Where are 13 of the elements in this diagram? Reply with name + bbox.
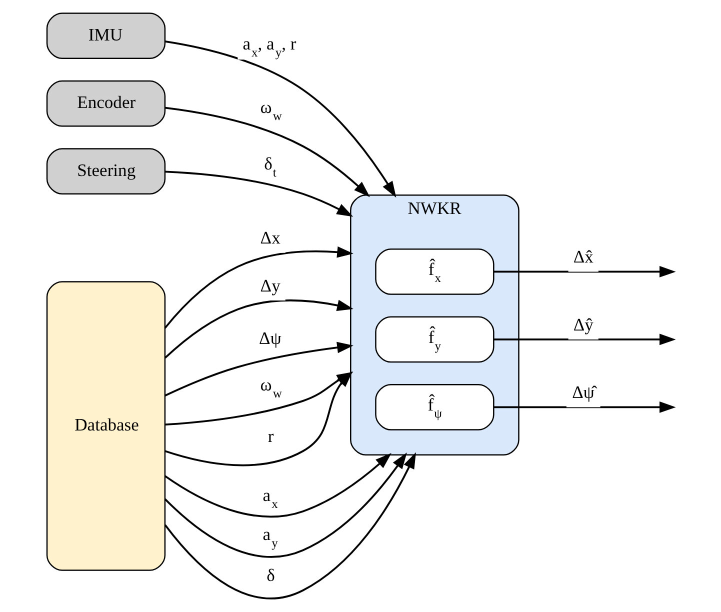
edge-label: a$_{x}$ (262, 484, 278, 511)
edge-label: a$_{x}$, a$_{y}$, r (242, 33, 296, 60)
edge-label: ω$_{w}$ (260, 97, 282, 124)
edge-label: r (268, 426, 274, 446)
edge-label: δ (266, 565, 275, 586)
edge-label: Δψ (259, 328, 282, 348)
edge-label: a$_{y}$ (262, 524, 278, 550)
edge-label: Δx̂ (573, 246, 594, 267)
edge-label: ω$_{w}$ (260, 374, 282, 401)
edge-label: Δŷ (573, 314, 594, 334)
edge-label: Δy (260, 275, 280, 296)
edge-label: δ$_{t}$ (264, 154, 276, 180)
edge-label: Δx (260, 228, 280, 248)
